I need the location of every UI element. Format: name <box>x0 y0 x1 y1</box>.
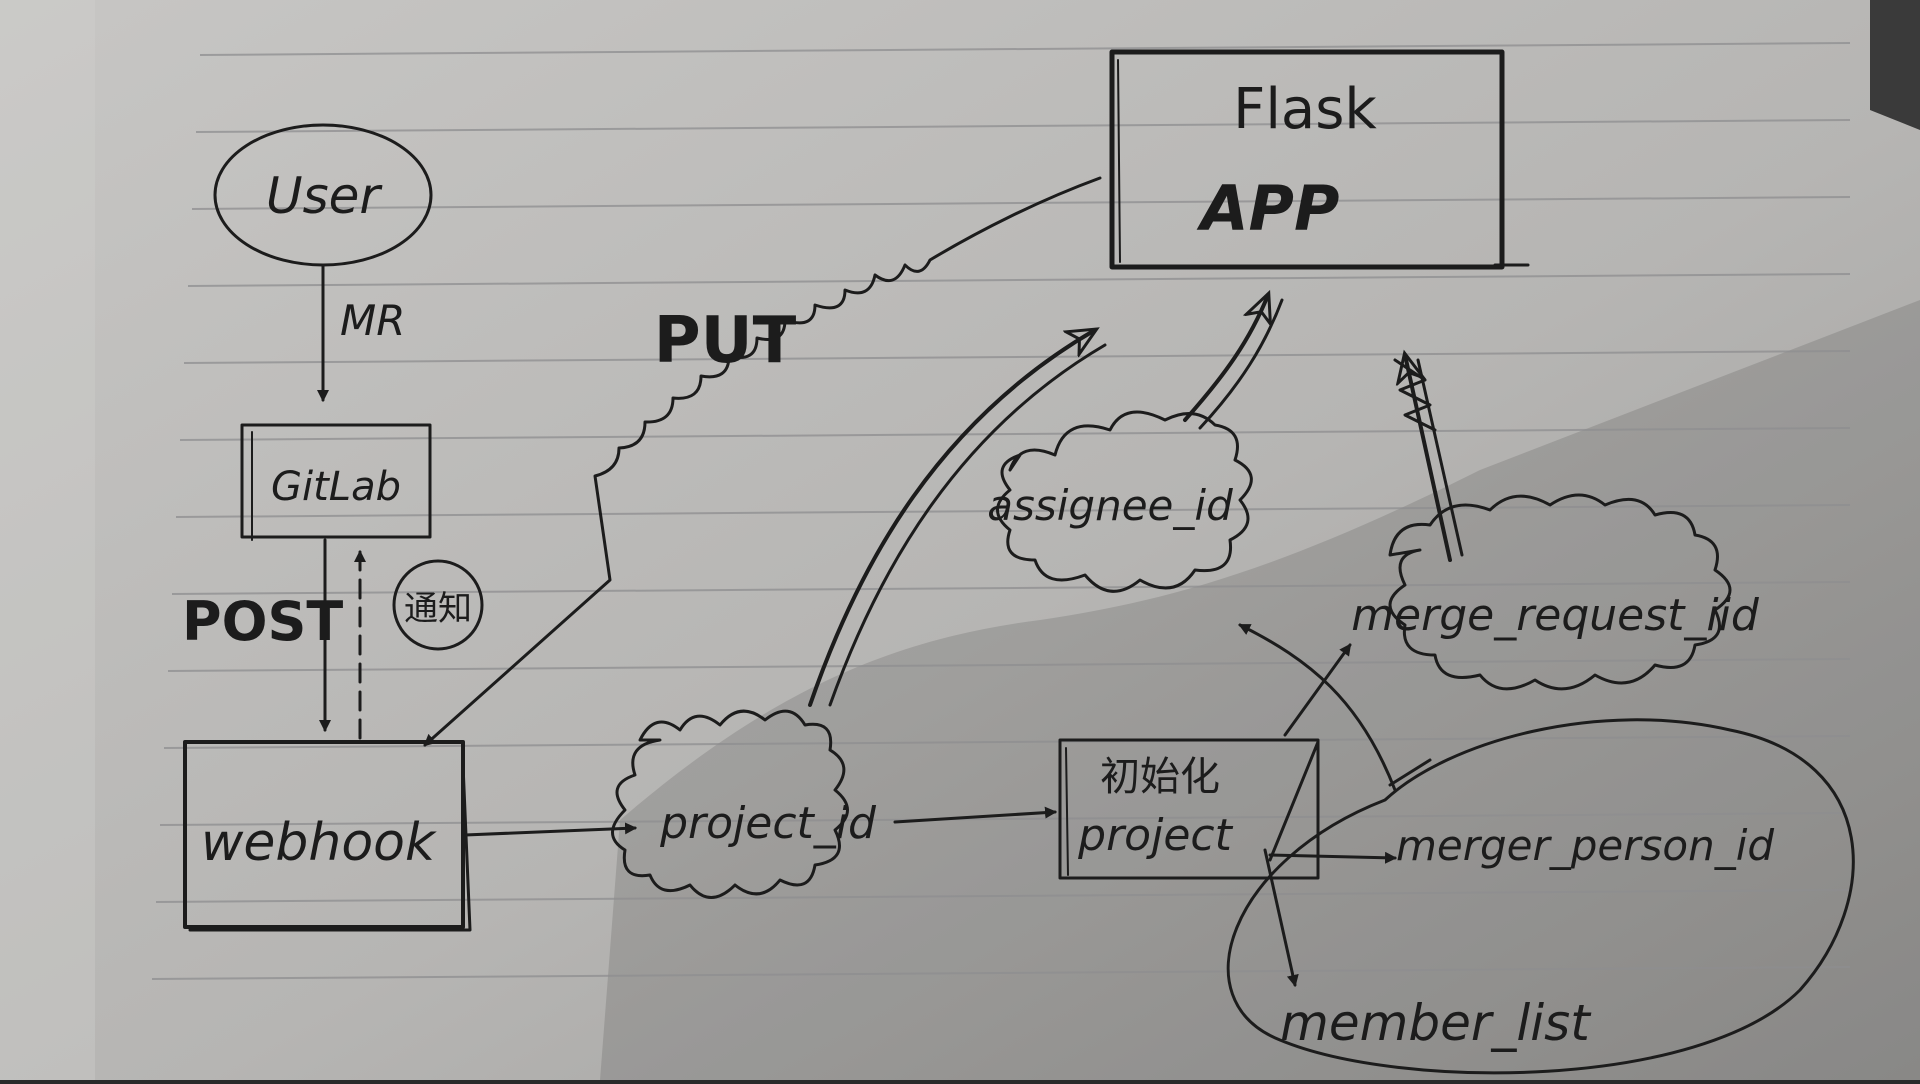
ruled-line <box>191 196 1851 210</box>
ruled-line <box>167 658 1851 672</box>
project-id-to-flask-arrow-double <box>828 343 1107 707</box>
project-id-to-init-project-arrow <box>893 806 1057 824</box>
ruled-line <box>155 889 1851 903</box>
ruled-line <box>195 119 1851 133</box>
notify-label: 通知 <box>404 589 472 629</box>
user-label: User <box>266 167 383 225</box>
member-ellipse <box>1226 718 1855 1075</box>
ruled-lines <box>151 42 1851 980</box>
ruled-line <box>159 812 1851 826</box>
assignee-id-to-flask-arrow <box>1183 295 1268 422</box>
left-margin-edge <box>0 0 95 1080</box>
member-list-label: member_list <box>1280 994 1592 1052</box>
flask-label-line2: APP <box>1196 172 1340 245</box>
ruled-line <box>199 42 1851 56</box>
ruled-line <box>183 350 1851 364</box>
merger-person-id-tick <box>1388 758 1432 787</box>
page-shadow <box>1870 0 1920 130</box>
init-project-box-diagonal <box>1268 740 1320 862</box>
flask-box-edge <box>1117 59 1121 263</box>
init-project-label-line1: 初始化 <box>1100 754 1220 800</box>
init-project-label-line2: project <box>1077 810 1233 861</box>
project-id-cloud <box>611 709 849 899</box>
init-project-to-merge-request-iid-arrow <box>1283 643 1352 737</box>
merge-request-iid-label: merge_request_iid <box>1351 590 1760 641</box>
hand-shadow <box>600 300 1920 1080</box>
assignee-id-cloud <box>996 410 1253 593</box>
project-id-label: project_id <box>659 798 877 849</box>
webhook-box-shadow <box>188 763 472 932</box>
webhook-node-outline <box>183 740 465 929</box>
init-project-to-merger-person-id-arrow <box>1268 851 1397 864</box>
flask-node-outline <box>1109 49 1505 270</box>
mr-label: MR <box>340 296 405 345</box>
init-project-box-edge <box>1065 747 1069 876</box>
assignee-id-to-flask-arrow-double <box>1198 298 1284 430</box>
put-arrow <box>423 176 1102 747</box>
flask-label-line1: Flask <box>1233 77 1377 142</box>
merge-request-iid-cloud <box>1388 493 1732 691</box>
init-project-node-outline <box>1058 738 1320 880</box>
notify-circle <box>392 559 484 651</box>
ruled-line <box>175 504 1851 518</box>
gitlab-node-outline <box>240 423 432 539</box>
post-label: POST <box>182 590 343 653</box>
merger-person-id-to-assignee-id-arrow <box>1238 623 1397 792</box>
scribble-mark <box>1393 358 1437 432</box>
project-id-to-flask-arrow <box>808 330 1095 707</box>
ruled-line <box>151 966 1851 980</box>
init-project-to-member-list-arrow <box>1263 848 1299 987</box>
ruled-line <box>187 273 1851 287</box>
put-label: PUT <box>654 304 797 378</box>
ruled-line <box>163 735 1851 749</box>
ruled-line <box>171 581 1851 595</box>
webhook-to-project-id-arrow <box>463 822 637 837</box>
gitlab-label: GitLab <box>271 464 401 510</box>
assignee-id-label: assignee_id <box>987 481 1233 530</box>
merge-request-iid-to-flask-arrow <box>1405 355 1452 562</box>
merger-person-id-label: merger_person_id <box>1396 821 1774 870</box>
webhook-label: webhook <box>201 813 437 873</box>
merge-request-iid-to-flask-arrow-double <box>1416 358 1464 557</box>
ruled-line <box>179 427 1851 441</box>
